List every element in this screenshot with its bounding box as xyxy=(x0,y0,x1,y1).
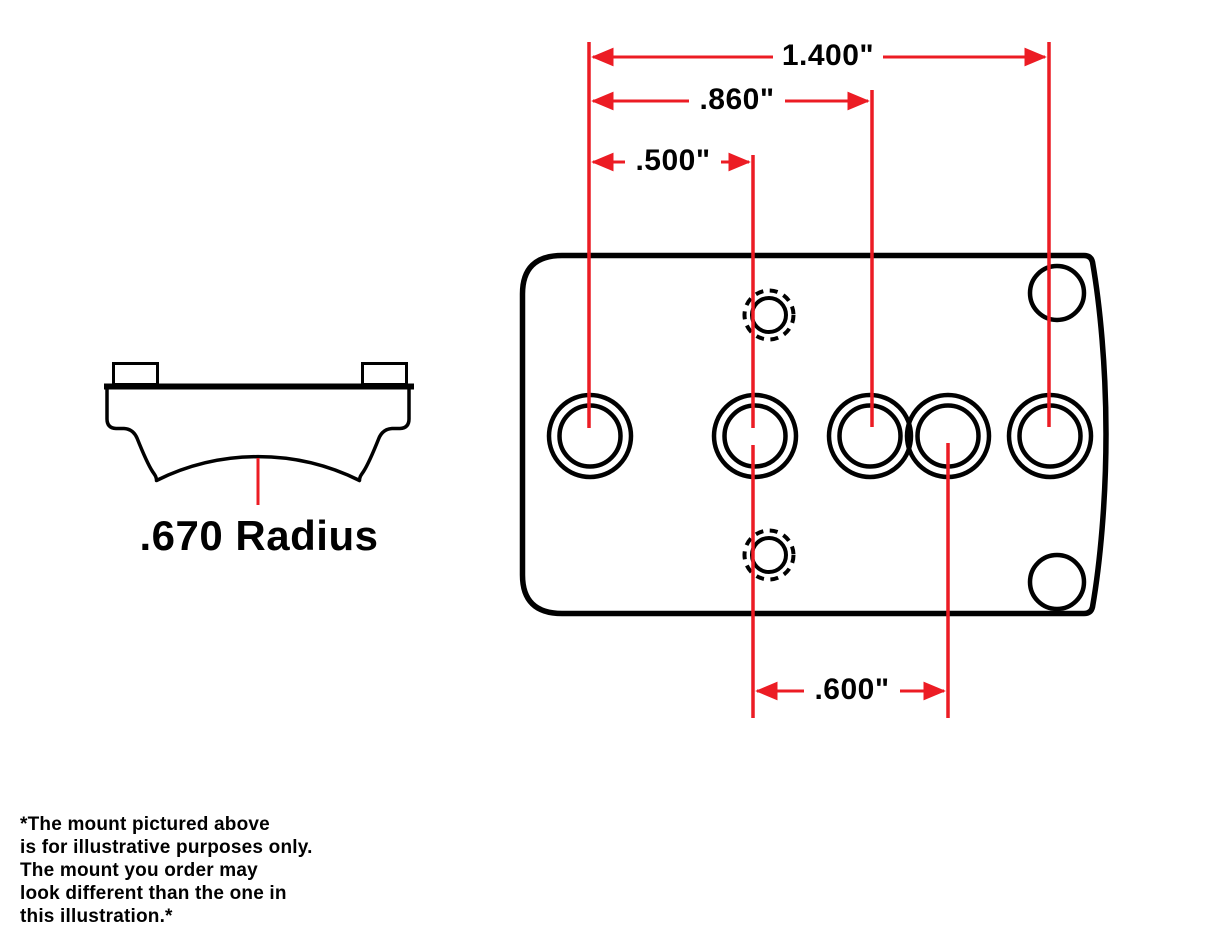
dim-label-1400: 1.400" xyxy=(782,39,874,72)
mount-plate-outline xyxy=(519,252,1109,617)
side-profile-body xyxy=(105,387,411,483)
dimension-labels: 1.400" .860" .500" .600" xyxy=(625,33,900,706)
disclaimer-line: is for illustrative purposes only. xyxy=(20,837,313,858)
corner-hole-bottom-right xyxy=(1027,552,1087,612)
disclaimer-text: *The mount pictured above is for illustr… xyxy=(20,813,313,928)
dimension-annotations xyxy=(587,42,1051,718)
side-profile-view: .670 Radius xyxy=(104,362,414,559)
side-profile-left-tab xyxy=(112,362,159,386)
dim-label-bg-860 xyxy=(689,77,785,111)
disclaimer-line: *The mount pictured above xyxy=(20,814,270,835)
plate-top-view xyxy=(519,252,1109,617)
mounting-hole-3 xyxy=(826,392,914,480)
disclaimer-line: The mount you order may xyxy=(20,860,258,881)
dim-label-500: .500" xyxy=(635,144,710,177)
radius-label: .670 Radius xyxy=(140,512,379,559)
dim-label-bg-1400 xyxy=(773,33,883,67)
mounting-hole-2 xyxy=(711,392,799,480)
corner-hole-top-right xyxy=(1027,263,1087,323)
disclaimer-line: look different than the one in xyxy=(20,883,287,904)
dim-label-bg-600 xyxy=(804,667,900,701)
dim-label-860: .860" xyxy=(699,83,774,116)
disclaimer-line: this illustration.* xyxy=(20,906,173,927)
side-profile-right-tab xyxy=(361,362,408,386)
dim-label-bg-500 xyxy=(625,138,721,172)
dim-label-600: .600" xyxy=(814,673,889,706)
